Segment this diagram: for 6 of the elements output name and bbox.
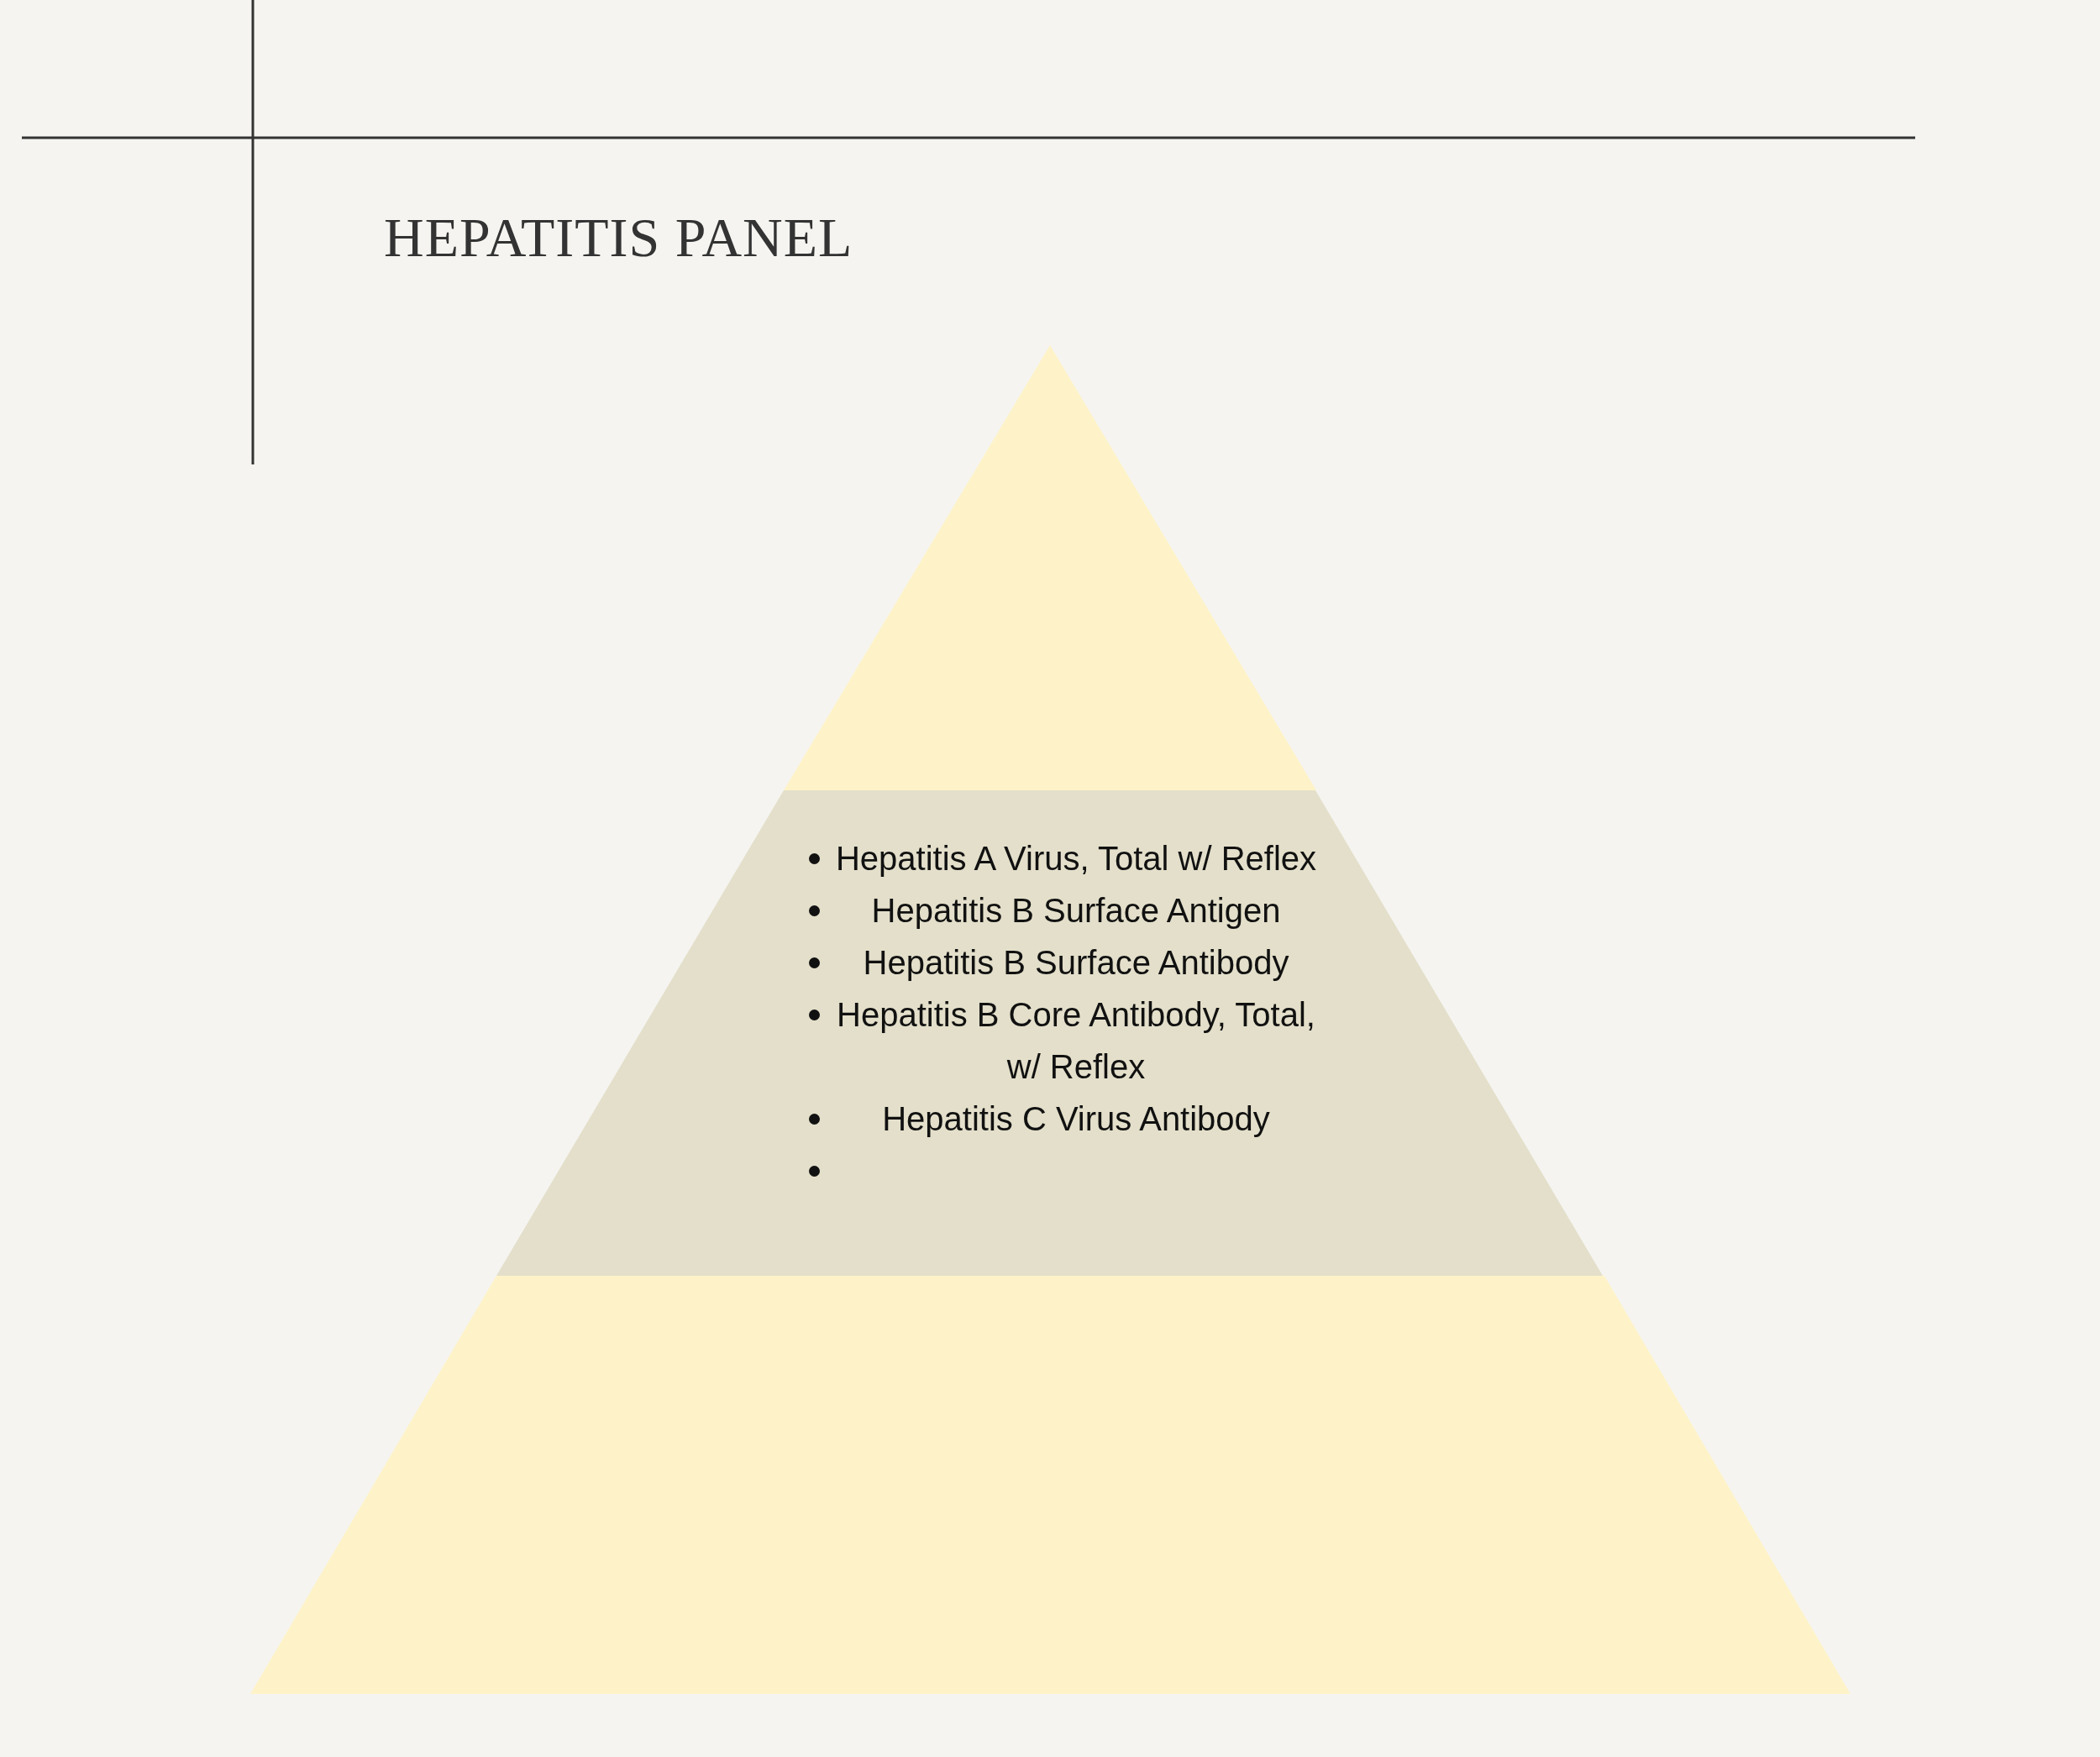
- list-item-text: Hepatitis A Virus, Total w/ Reflex: [835, 840, 1317, 877]
- list-item-text: Hepatitis B Core Antibody, Total, w/ Reflex: [837, 996, 1315, 1085]
- title: HEPATITIS PANEL: [384, 206, 853, 270]
- list-item-text: Hepatitis B Surface Antibody: [863, 944, 1289, 981]
- list-item-text: Hepatitis B Surface Antigen: [871, 892, 1281, 929]
- list-item-text: Hepatitis C Virus Antibody: [882, 1100, 1270, 1137]
